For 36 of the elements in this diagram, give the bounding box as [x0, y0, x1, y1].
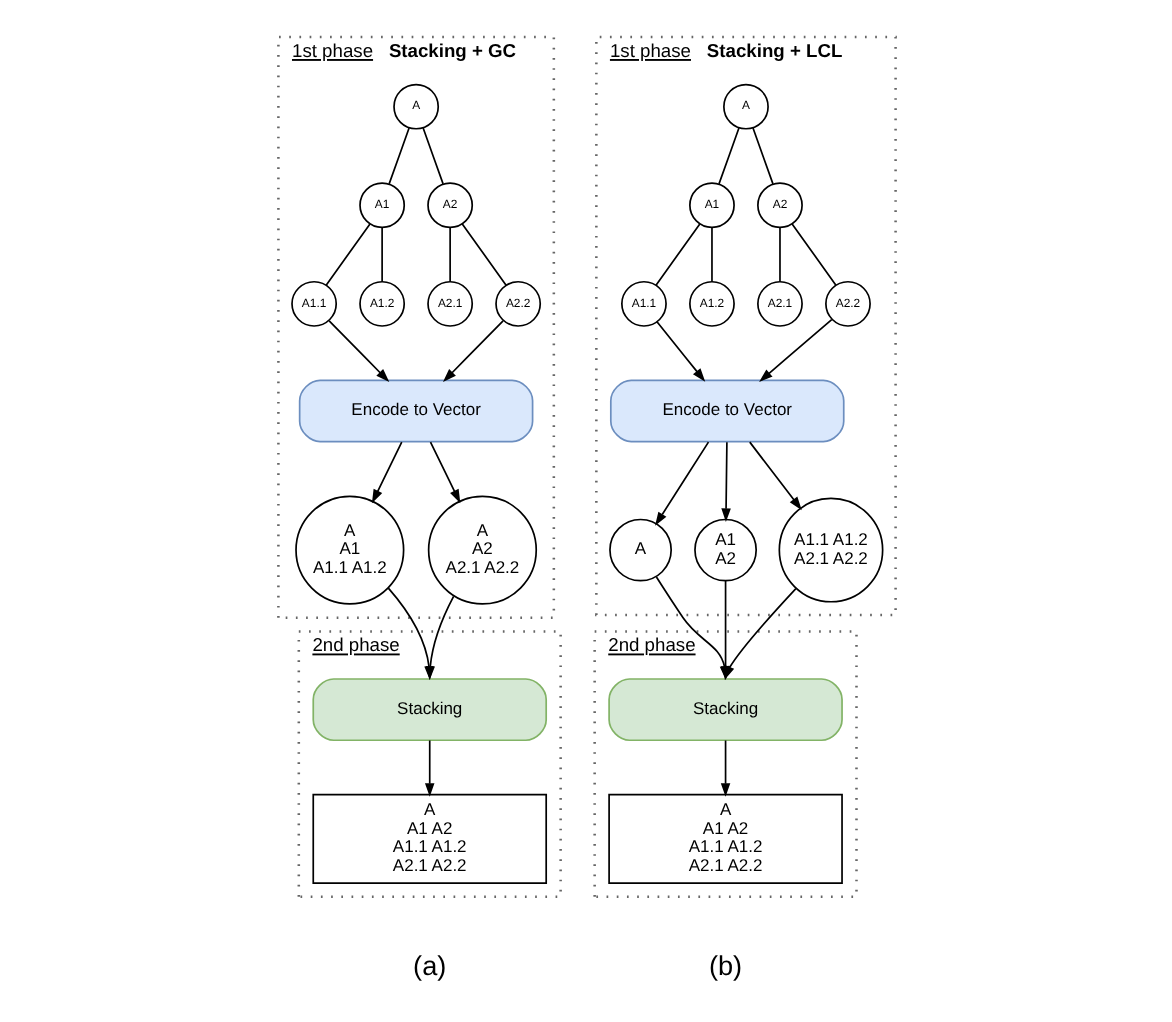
node-box: A A1 A2 A1.1 A1.2 A2.1 A2.2 [311, 793, 547, 884]
node-box: A A1 A2 A1.1 A1.2 A2.1 A2.2 [607, 793, 842, 884]
connector [790, 223, 836, 287]
arrow [654, 441, 709, 526]
node-circle: A A2 A2.1 A2.2 [426, 495, 537, 605]
node-box: Encode to Vector [608, 379, 844, 443]
connector [448, 226, 450, 283]
node-circle: A1 A2 [693, 518, 757, 582]
label: (a) [412, 950, 446, 981]
arrow [655, 320, 705, 382]
arrow [719, 739, 730, 797]
node-box: Encode to Vector [297, 379, 533, 443]
connector [717, 127, 739, 185]
label: (b) [707, 950, 742, 981]
connector [387, 127, 409, 185]
arrow [370, 441, 402, 504]
connector [778, 226, 780, 283]
arrow [758, 318, 832, 382]
arrow [327, 320, 389, 382]
node-circle: A A1 A1.1 A1.2 [294, 495, 404, 605]
node-box: Stacking [311, 678, 547, 742]
arrow [723, 587, 796, 680]
connector [421, 127, 443, 185]
node-box: Stacking [607, 678, 842, 742]
connector [324, 223, 370, 287]
connector [380, 226, 382, 283]
connector [460, 223, 506, 287]
arrow [423, 739, 434, 797]
arrow [428, 441, 460, 504]
connector [751, 127, 773, 185]
arrow [720, 441, 730, 523]
arrow [747, 441, 801, 511]
connector [654, 223, 700, 287]
arrow [441, 320, 503, 382]
node-circle: A [608, 518, 671, 582]
connector [710, 226, 712, 283]
